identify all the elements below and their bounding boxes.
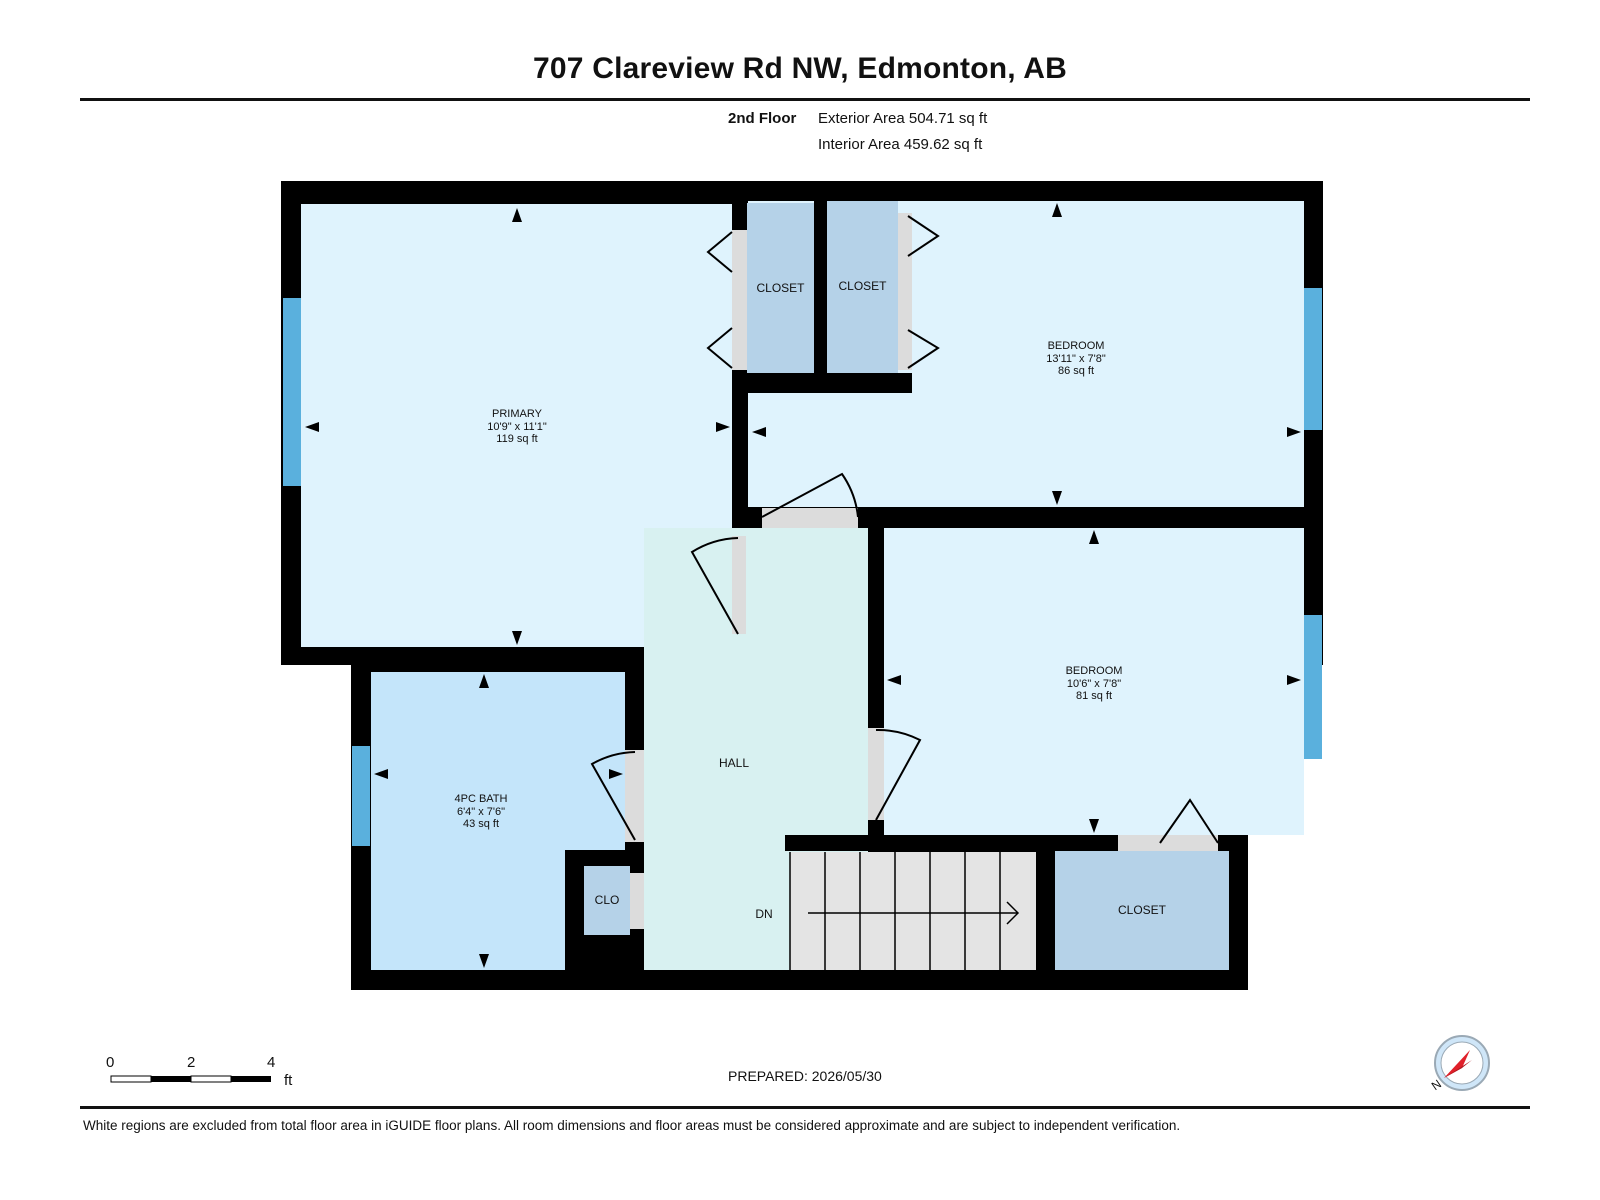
room-label-primary: PRIMARY 10'9" x 11'1" 119 sq ft xyxy=(457,408,577,446)
hall-label: HALL xyxy=(718,756,750,770)
scale-tick-4: 4 xyxy=(267,1054,276,1071)
scale-unit: ft xyxy=(284,1072,293,1089)
clo-label: CLO xyxy=(594,893,620,907)
room-label-bedroom-bottom: BEDROOM 10'6" x 7'8" 81 sq ft xyxy=(1034,665,1154,703)
room-area: 81 sq ft xyxy=(1075,690,1113,702)
room-name: BEDROOM xyxy=(1065,665,1123,677)
header-divider xyxy=(80,98,1530,101)
window-primary xyxy=(283,298,301,486)
room-label-bedroom-top: BEDROOM 13'11" x 7'8" 86 sq ft xyxy=(1011,340,1141,378)
interior-walls xyxy=(565,201,1304,970)
compass-icon xyxy=(1434,1035,1490,1091)
room-dims: 10'6" x 7'8" xyxy=(1066,677,1122,690)
closet-3-label: CLOSET xyxy=(1117,903,1166,917)
stairs-down-label: DN xyxy=(755,907,773,921)
closet-3 xyxy=(1055,851,1229,970)
exterior-area: Exterior Area 504.71 sq ft xyxy=(818,110,988,127)
room-label-bath: 4PC BATH 6'4" x 7'6" 43 sq ft xyxy=(421,793,541,831)
room-name: 4PC BATH xyxy=(454,793,508,805)
page-title: 707 Clareview Rd NW, Edmonton, AB xyxy=(533,52,1067,85)
room-area: 43 sq ft xyxy=(462,818,500,830)
scale-tick-0: 0 xyxy=(106,1054,115,1071)
window-bedroom-bottom xyxy=(1304,615,1322,759)
closet-2 xyxy=(827,201,898,373)
window-bedroom-top xyxy=(1304,288,1322,430)
room-area: 119 sq ft xyxy=(496,433,538,445)
room-name: PRIMARY xyxy=(492,408,542,420)
room-dims: 10'9" x 11'1" xyxy=(487,420,547,433)
room-dims: 13'11" x 7'8" xyxy=(1046,352,1106,365)
bedroom-bottom-room xyxy=(884,528,1304,835)
room-area: 86 sq ft xyxy=(1057,365,1095,377)
closet-1 xyxy=(747,203,814,373)
floor-name: 2nd Floor xyxy=(728,110,797,127)
prepared-date: PREPARED: 2026/05/30 xyxy=(728,1068,882,1084)
door-frames xyxy=(625,213,1218,929)
window-bath xyxy=(352,746,370,846)
door-swings xyxy=(590,215,1219,844)
interior-area: Interior Area 459.62 sq ft xyxy=(818,136,983,153)
footer-note: White regions are excluded from total fl… xyxy=(83,1118,1181,1133)
scale-tick-2: 2 xyxy=(187,1054,196,1071)
stairs xyxy=(789,852,1036,970)
closet-2-label: CLOSET xyxy=(838,279,887,293)
footer-divider xyxy=(80,1106,1530,1109)
closet-1-label: CLOSET xyxy=(756,281,805,295)
windows xyxy=(283,288,1322,846)
scale-bar xyxy=(110,1075,271,1083)
room-dims: 6'4" x 7'6" xyxy=(456,805,506,818)
dimension-arrows xyxy=(305,203,1301,968)
room-name: BEDROOM xyxy=(1047,340,1105,352)
